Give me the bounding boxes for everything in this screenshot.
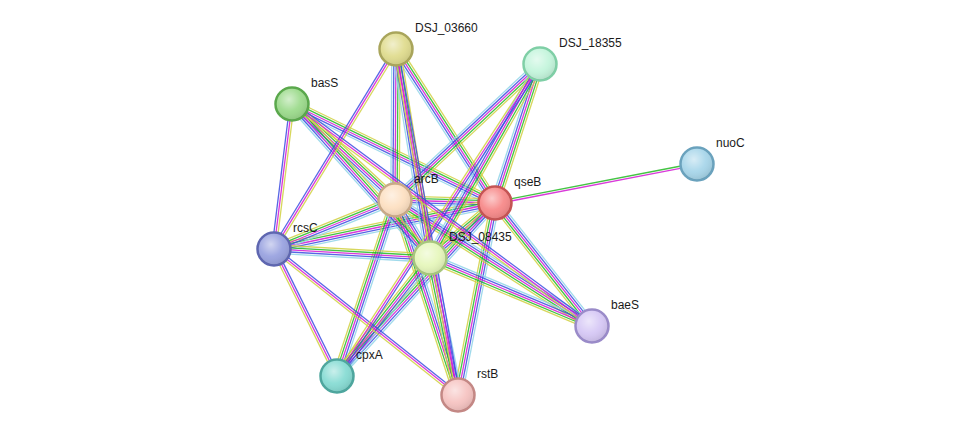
evidence-strand xyxy=(345,269,418,362)
node-circle xyxy=(412,240,448,276)
protein-label: DSJ_08435 xyxy=(449,230,512,244)
evidence-strand xyxy=(290,246,414,253)
evidence-strand xyxy=(306,112,580,315)
evidence-strand xyxy=(281,263,330,361)
evidence-strand xyxy=(285,261,444,387)
node-circle xyxy=(477,185,513,221)
interaction-edge xyxy=(290,246,415,262)
evidence-strand xyxy=(279,264,328,362)
protein-label: basS xyxy=(311,76,338,90)
interaction-edge xyxy=(304,112,581,318)
protein-label: rstB xyxy=(477,367,498,381)
interaction-edge xyxy=(404,72,531,192)
protein-label: baeS xyxy=(611,298,639,312)
evidence-strand xyxy=(344,76,530,361)
evidence-strand xyxy=(304,115,421,245)
evidence-strand xyxy=(288,204,379,241)
evidence-strand xyxy=(394,65,396,184)
evidence-strand xyxy=(290,208,381,245)
evidence-strand xyxy=(511,168,682,201)
evidence-strand xyxy=(347,271,420,364)
evidence-strand xyxy=(305,114,579,317)
node-circle xyxy=(378,31,414,67)
evidence-strand xyxy=(404,72,526,186)
evidence-strand xyxy=(440,79,534,245)
node-circle xyxy=(319,358,355,394)
evidence-strand xyxy=(288,257,447,383)
protein-label: cpxA xyxy=(356,348,383,362)
evidence-strand xyxy=(397,65,453,380)
evidence-strand xyxy=(401,64,457,379)
interaction-edge xyxy=(344,76,533,363)
protein-node: rcsC xyxy=(256,231,292,267)
evidence-strand xyxy=(274,120,288,233)
protein-node: nuoC xyxy=(679,146,715,182)
protein-node: DSJ_18355 xyxy=(522,46,558,82)
node-circle xyxy=(256,231,292,267)
evidence-strand xyxy=(511,166,682,199)
evidence-strand xyxy=(442,80,536,246)
protein-node: basS xyxy=(274,86,310,122)
evidence-strand xyxy=(276,120,290,233)
interaction-edge xyxy=(443,260,579,323)
evidence-strand xyxy=(347,79,533,364)
protein-node: DSJ_08435 xyxy=(412,240,448,276)
interaction-edge xyxy=(285,257,447,386)
node-circle xyxy=(274,86,310,122)
evidence-strand xyxy=(349,272,422,365)
evidence-strand xyxy=(278,120,292,233)
evidence-strand xyxy=(446,260,578,316)
protein-node: arcB xyxy=(377,182,413,218)
evidence-strand xyxy=(304,115,384,189)
evidence-strand xyxy=(287,259,446,385)
evidence-strand xyxy=(304,115,578,318)
interaction-edge xyxy=(511,166,682,201)
evidence-strand xyxy=(301,117,418,247)
evidence-strand xyxy=(410,207,580,316)
protein-label: DSJ_03660 xyxy=(415,21,478,35)
node-circle xyxy=(574,308,610,344)
protein-node: rstB xyxy=(440,377,476,413)
evidence-strand xyxy=(289,206,380,243)
interaction-edge xyxy=(391,65,400,184)
node-circle xyxy=(679,146,715,182)
evidence-strand xyxy=(350,273,423,366)
node-circle xyxy=(440,377,476,413)
protein-node: baeS xyxy=(574,308,610,344)
protein-label: nuoC xyxy=(716,136,745,150)
protein-node: cpxA xyxy=(319,358,355,394)
evidence-strand xyxy=(446,262,578,318)
protein-label: arcB xyxy=(414,172,439,186)
protein-node: qseB xyxy=(477,185,513,221)
protein-node: DSJ_03660 xyxy=(378,31,414,67)
interaction-edge xyxy=(274,120,292,234)
evidence-strand xyxy=(306,113,423,243)
evidence-strand xyxy=(346,77,532,362)
evidence-strand xyxy=(303,116,420,246)
evidence-strand xyxy=(390,65,392,184)
evidence-strand xyxy=(444,266,576,322)
node-circle xyxy=(522,46,558,82)
evidence-strand xyxy=(408,60,490,187)
protein-label: DSJ_18355 xyxy=(559,36,622,50)
protein-label: qseB xyxy=(514,175,541,189)
protein-label: rcsC xyxy=(293,221,318,235)
evidence-strand xyxy=(290,210,381,247)
evidence-strand xyxy=(283,262,332,360)
evidence-strand xyxy=(392,65,394,184)
evidence-strand xyxy=(445,264,577,320)
node-circle xyxy=(377,182,413,218)
evidence-strand xyxy=(405,73,527,187)
evidence-strand xyxy=(399,65,455,380)
